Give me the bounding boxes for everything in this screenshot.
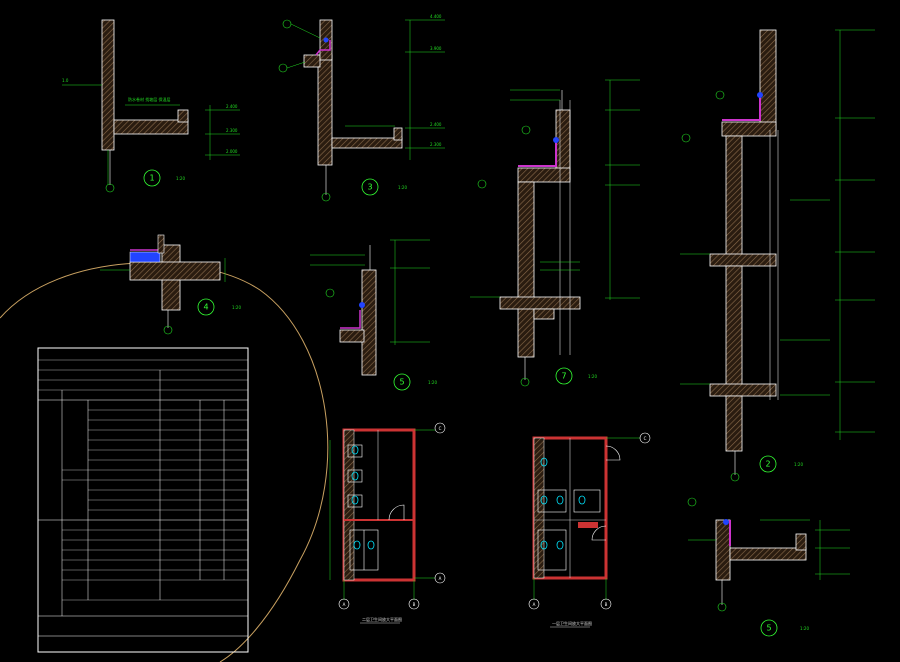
svg-text:防水卷材 找坡层 保温层: 防水卷材 找坡层 保温层 — [128, 96, 171, 102]
toilet-fixture-icon — [351, 471, 359, 481]
svg-text:1:20: 1:20 — [232, 305, 241, 310]
callout-circle-icon — [393, 373, 411, 391]
detail-4-number: 4 — [203, 303, 208, 312]
svg-text:3.900: 3.900 — [430, 46, 442, 51]
grid-axis-bubble-icon — [639, 432, 651, 444]
svg-text:1:20: 1:20 — [398, 185, 407, 190]
svg-text:2.300: 2.300 — [430, 142, 442, 147]
svg-text:C: C — [644, 436, 647, 441]
callout-circle-icon — [759, 455, 777, 473]
svg-text:A: A — [343, 602, 346, 607]
toilet-plan-a: C A A B 二层卫生间放大平面图 — [329, 422, 446, 624]
toilet-fixture-icon — [540, 457, 548, 467]
toilet-fixture-icon — [556, 540, 564, 550]
toilet-fixture-icon — [351, 445, 359, 455]
detail-1: 1.0 防水卷材 找坡层 保温层 2.400 2.300 2.000 1 1:2… — [62, 19, 240, 193]
energy-table — [37, 347, 249, 653]
callout-circle-icon — [361, 178, 379, 196]
svg-text:B: B — [605, 602, 608, 607]
grid-axis-bubble-icon — [408, 598, 420, 610]
svg-text:1:20: 1:20 — [176, 176, 185, 181]
detail-7: 7 1:20 — [470, 79, 640, 387]
grid-axis-bubble-icon — [600, 598, 612, 610]
detail-3: 4.400 3.900 2.400 2.300 3 1:20 — [278, 14, 445, 202]
grid-axis-bubble-icon — [338, 598, 350, 610]
detail-5-number: 5 — [766, 624, 771, 633]
door-swing-icon — [388, 504, 405, 521]
svg-text:1:20: 1:20 — [428, 380, 437, 385]
magnifier-arc — [0, 262, 329, 662]
callout-circle-icon — [555, 367, 573, 385]
detail-4: 4 1:20 — [100, 234, 241, 335]
door-swing-icon — [591, 525, 607, 541]
callout-circle-icon — [760, 619, 778, 637]
grid-axis-bubble-icon — [528, 598, 540, 610]
toilet-fixture-icon — [367, 540, 375, 550]
toilet-fixture-icon — [556, 495, 564, 505]
door-swing-icon — [605, 445, 621, 461]
detail-2: 2 1:20 — [680, 29, 875, 482]
callout-circle-icon — [143, 169, 161, 187]
toilet-fixture-icon — [540, 540, 548, 550]
svg-text:B: B — [413, 602, 416, 607]
detail-1-number: 1 — [149, 174, 154, 183]
callout-circle-icon — [197, 298, 215, 316]
detail-3-number: 3 — [367, 183, 372, 192]
svg-text:4.400: 4.400 — [430, 14, 442, 19]
svg-text:1:20: 1:20 — [588, 374, 597, 379]
toilet-fixture-icon — [353, 540, 361, 550]
svg-text:C: C — [439, 426, 442, 431]
toilet-fixture-icon — [351, 495, 359, 505]
svg-text:1.0: 1.0 — [62, 78, 69, 83]
svg-text:1:20: 1:20 — [800, 626, 809, 631]
detail-7-number: 7 — [561, 372, 566, 381]
toilet-fixture-icon — [578, 495, 586, 505]
detail-2-number: 2 — [765, 460, 770, 469]
svg-text:2.000: 2.000 — [226, 149, 238, 154]
svg-text:一层卫生间放大平面图: 一层卫生间放大平面图 — [552, 620, 592, 626]
svg-text:2.300: 2.300 — [226, 128, 238, 133]
detail-5: 5 1:20 — [687, 497, 850, 637]
svg-text:2.400: 2.400 — [430, 122, 442, 127]
svg-text:A: A — [439, 576, 442, 581]
toilet-fixture-icon — [540, 495, 548, 505]
grid-axis-bubble-icon — [434, 572, 446, 584]
svg-text:2.400: 2.400 — [226, 104, 238, 109]
detail-6: 5 1:20 — [310, 239, 437, 391]
grid-axis-bubble-icon — [434, 422, 446, 434]
toilet-plan-b: C A B 一层卫生间放大平面图 — [528, 432, 651, 628]
svg-text:1:20: 1:20 — [794, 462, 803, 467]
svg-text:A: A — [533, 602, 536, 607]
detail-6-number: 5 — [399, 378, 404, 387]
svg-text:二层卫生间放大平面图: 二层卫生间放大平面图 — [362, 616, 402, 622]
